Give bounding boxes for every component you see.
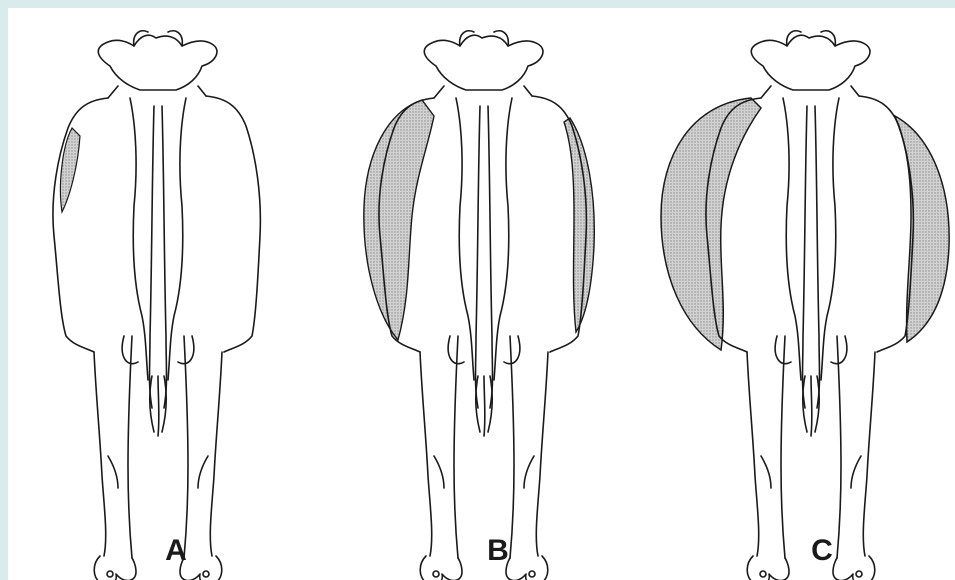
cow-rear-view-diagram: A B C (8, 8, 955, 580)
label-b: B (487, 534, 509, 567)
cow-panel-c (661, 31, 949, 580)
label-a: A (165, 534, 187, 567)
cow-panel-a (53, 31, 260, 580)
fat-cover-right-c (895, 116, 949, 342)
figure-frame: A B C (8, 8, 955, 580)
cow-panel-b (364, 31, 594, 580)
fat-cover-left-c (661, 98, 761, 350)
label-c: C (811, 534, 833, 567)
fat-cover-left-b (364, 100, 434, 340)
